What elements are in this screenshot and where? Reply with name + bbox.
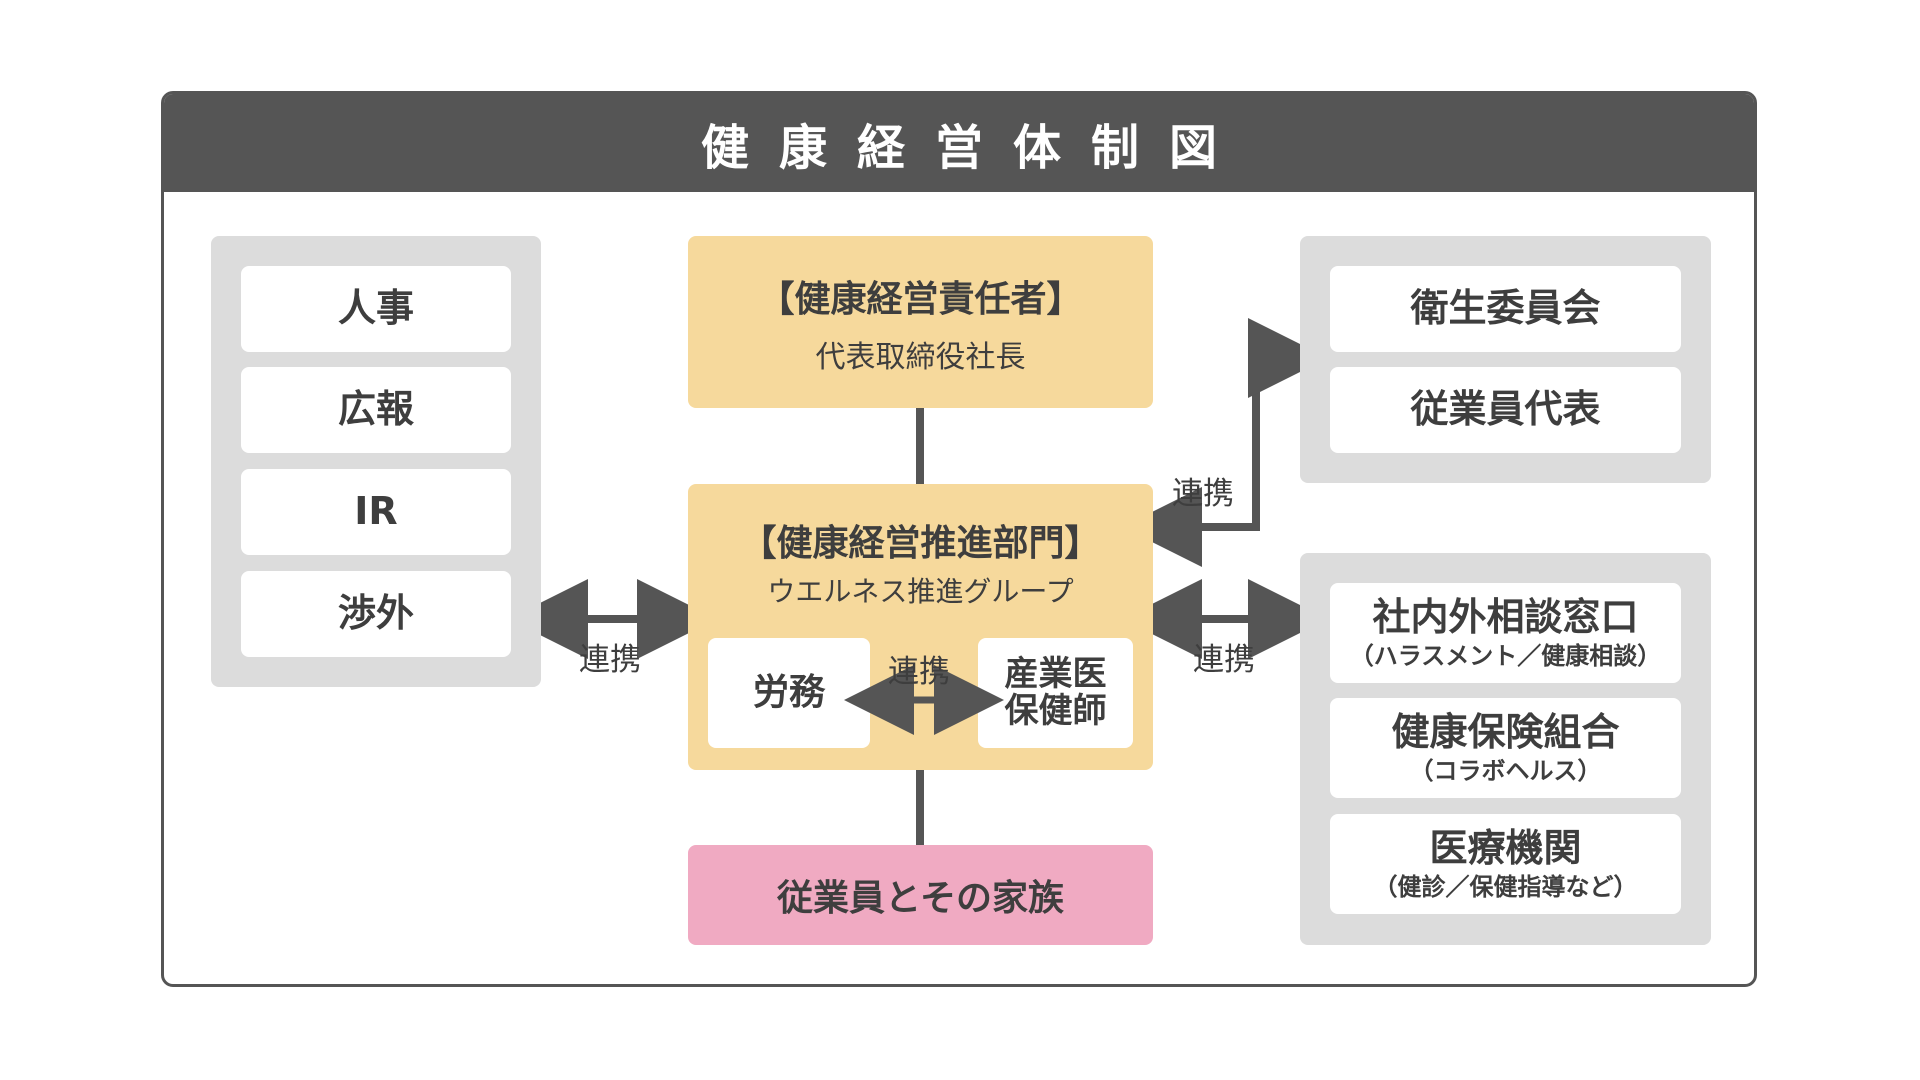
employees-box: 従業員とその家族: [688, 845, 1153, 945]
consult-name: 社内外相談窓口: [1372, 594, 1639, 639]
doctor-line1: 産業医: [1004, 653, 1107, 694]
left-item-pr: 広報: [241, 367, 511, 453]
consult-sub: （ハラスメント／健康相談）: [1349, 641, 1662, 670]
left-item-external: 渉外: [241, 571, 511, 657]
promotion-name: ウエルネス推進グループ: [767, 575, 1074, 608]
arrow-right-top-link: [1122, 318, 1328, 567]
medical-name: 医療機関: [1429, 825, 1582, 870]
right-bottom-link-label: 連携: [1193, 642, 1255, 678]
right-item-employee-rep: 従業員代表: [1330, 367, 1681, 453]
diagram-title: 健康経営体制図: [164, 94, 1754, 192]
promotion-heading: 【健康経営推進部門】: [740, 523, 1101, 564]
insurance-sub: （コラボヘルス）: [1409, 756, 1602, 785]
right-item-consult: 社内外相談窓口 （ハラスメント／健康相談）: [1330, 583, 1681, 683]
responsible-name: 代表取締役社長: [815, 340, 1026, 375]
insurance-name: 健康保険組合: [1391, 709, 1620, 754]
right-item-health-committee: 衛生委員会: [1330, 266, 1681, 352]
medical-sub: （健診／保健指導など）: [1373, 872, 1638, 901]
doctor-line2: 保健師: [1004, 691, 1107, 731]
right-item-insurance: 健康保険組合 （コラボヘルス）: [1330, 698, 1681, 798]
left-item-ir: IR: [241, 469, 511, 555]
right-top-link-label: 連携: [1172, 476, 1234, 512]
responsible-box: 【健康経営責任者】 代表取締役社長: [688, 236, 1153, 408]
left-link-label: 連携: [579, 642, 641, 678]
right-item-medical: 医療機関 （健診／保健指導など）: [1330, 814, 1681, 914]
inner-link-label: 連携: [888, 654, 950, 690]
labor-box: 労務: [708, 638, 870, 748]
responsible-heading: 【健康経営責任者】: [758, 279, 1083, 320]
left-item-hr: 人事: [241, 266, 511, 352]
